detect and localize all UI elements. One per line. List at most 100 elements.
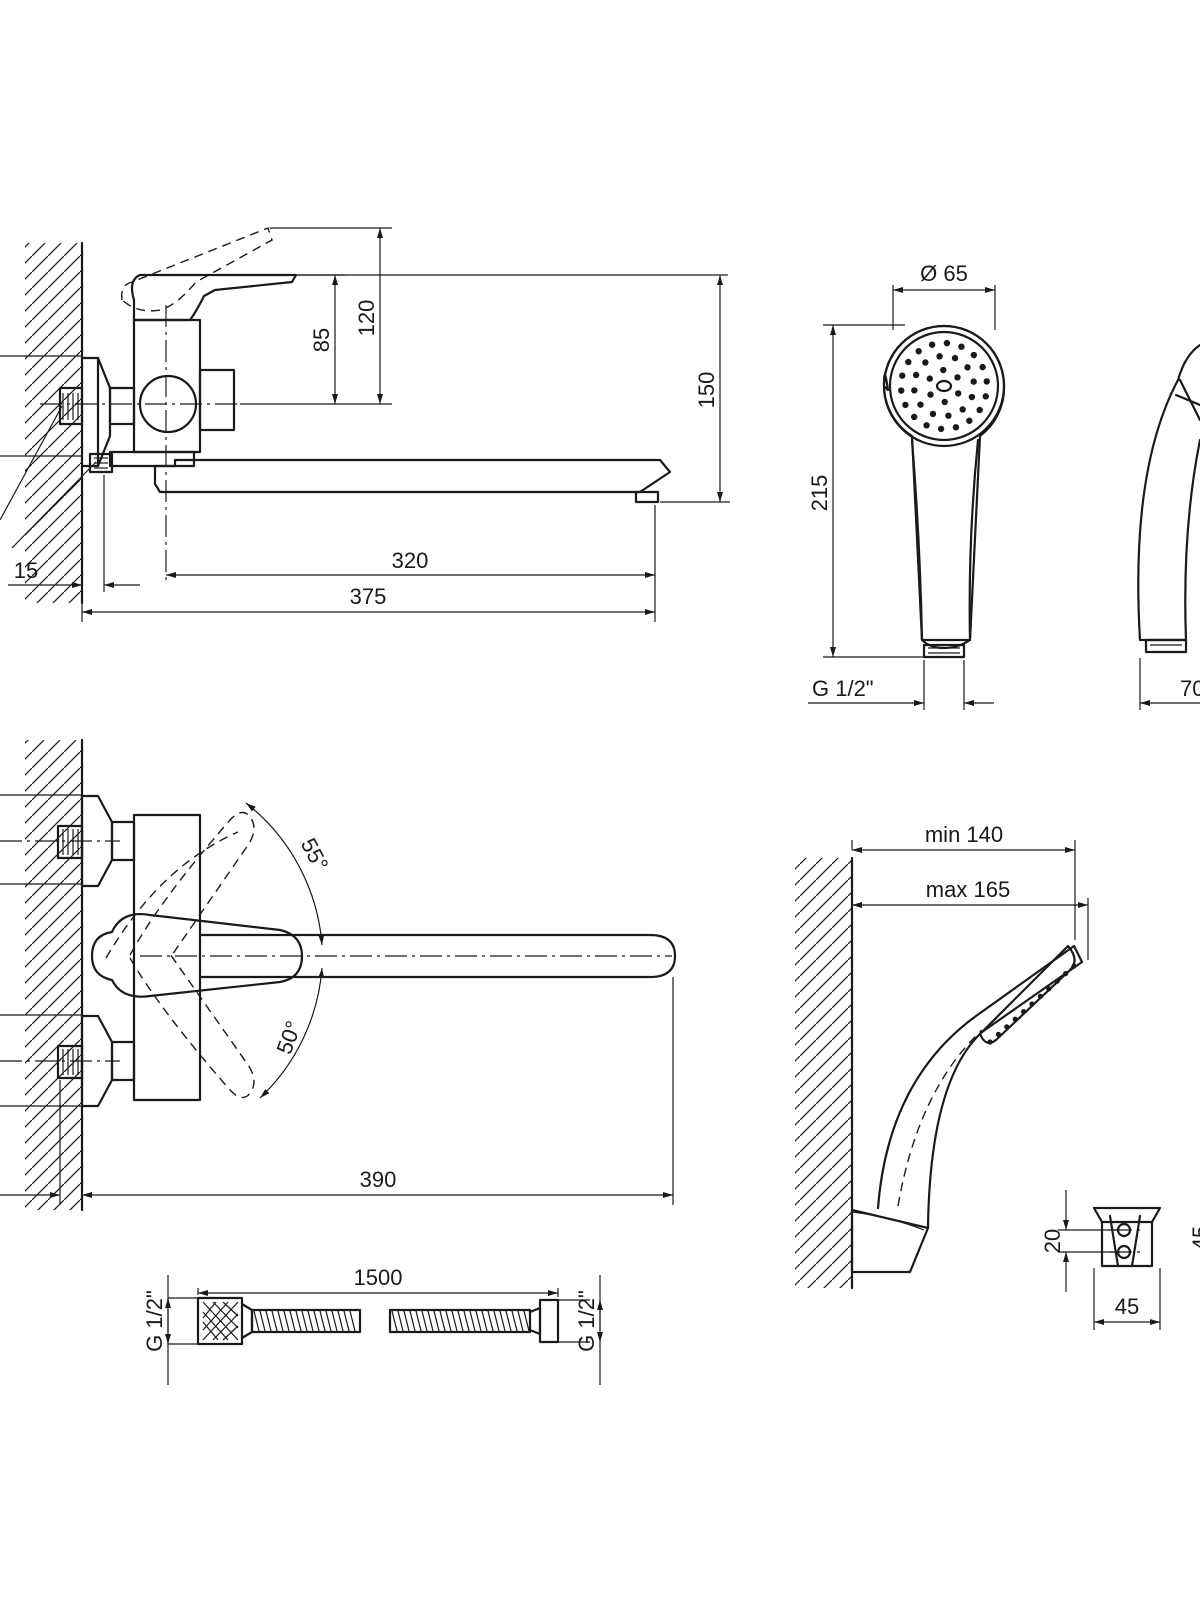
hose-coil <box>313 1310 320 1332</box>
nozzle-dot <box>936 353 943 360</box>
nozzle-dot <box>905 358 912 366</box>
hose-coil <box>289 1310 296 1332</box>
hose-coils-left <box>253 1310 356 1332</box>
dim-1500: 1500 <box>354 1265 403 1290</box>
head-nozzle <box>1037 993 1043 1000</box>
hose-coil <box>511 1310 518 1332</box>
hose-coil <box>445 1310 452 1332</box>
dim-max165: max 165 <box>926 877 1010 902</box>
dim-thread-head: G 1/2" <box>812 676 874 701</box>
dim-45: 45 <box>1115 1294 1139 1319</box>
hose-coil <box>409 1310 416 1332</box>
hose-coil <box>481 1310 488 1332</box>
hose-coil <box>319 1310 326 1332</box>
dim-320: 320 <box>392 548 429 573</box>
mixer-top-view: 55° 50° 390 <box>0 738 677 1212</box>
nozzle-dot <box>917 401 924 408</box>
hose-coil <box>253 1310 260 1332</box>
dim-20: 20 <box>1040 1229 1065 1253</box>
hose-coils-right <box>391 1310 530 1332</box>
nozzle-dot <box>943 339 951 347</box>
top-lever <box>90 913 304 998</box>
angle-50: 50° <box>272 1018 307 1058</box>
hose-coil <box>343 1310 350 1332</box>
nozzle-dot <box>979 363 986 371</box>
nozzle-dot <box>945 412 952 419</box>
hose-coil <box>469 1310 476 1332</box>
head-nozzle <box>995 1031 1002 1037</box>
hose-coil <box>391 1310 398 1332</box>
nozzle-dot <box>915 348 922 355</box>
hose-coil <box>421 1310 428 1332</box>
dim-375: 375 <box>350 584 387 609</box>
hose-coil <box>427 1310 434 1332</box>
nozzle-dot <box>912 371 920 379</box>
nozzle-dot <box>968 393 976 401</box>
hose-coil <box>301 1310 308 1332</box>
hose-coil <box>403 1310 410 1332</box>
dim-150: 150 <box>694 372 719 409</box>
dim-70: 70 <box>1180 676 1200 701</box>
nozzle-dot <box>952 424 960 431</box>
nozzle-dot <box>970 378 977 385</box>
hose-coil <box>493 1310 500 1332</box>
wall-hatch-right <box>795 858 852 1288</box>
inlet-thread <box>58 386 84 426</box>
nozzle-dot <box>922 359 929 366</box>
nozzle-dot <box>937 425 945 433</box>
hose-coil <box>475 1310 482 1332</box>
shower-hose: 1500 G 1/2" G 1/2" <box>142 1265 603 1385</box>
nozzle-dot <box>902 401 909 409</box>
dim-15: 15 <box>14 558 38 583</box>
dim-thread-left: G 1/2" <box>142 1290 167 1352</box>
nozzle-dot <box>927 391 934 398</box>
nozzle-dot <box>923 422 930 429</box>
hose-coil <box>307 1310 314 1332</box>
head-nozzle <box>1029 1001 1035 1007</box>
dim-120: 120 <box>354 300 379 337</box>
nozzle-dot <box>926 375 934 382</box>
hose-coil <box>397 1310 404 1332</box>
head-nozzle <box>1046 986 1052 992</box>
holder-head-nozzles <box>987 963 1077 1045</box>
nozzle-dot <box>910 413 918 421</box>
hose-coil <box>283 1310 290 1332</box>
hose-coil <box>499 1310 506 1332</box>
hose-coil <box>505 1310 512 1332</box>
nozzle-dot <box>976 406 983 414</box>
shower-holder-assembly: min 140 max 165 <box>795 822 1089 1290</box>
hose-coil <box>457 1310 464 1332</box>
wall-bracket: 20 45 45 <box>1040 1190 1200 1330</box>
shower-nozzles <box>898 339 990 433</box>
nozzle-dot <box>970 351 978 359</box>
shower-head-front-view: Ø 65 215 G 1/2" <box>807 261 1006 710</box>
hose-coil <box>295 1310 302 1332</box>
nozzle-center <box>935 379 953 393</box>
lever-handle <box>130 273 298 322</box>
nozzle-dot <box>964 364 971 371</box>
hose-coil <box>259 1310 266 1332</box>
dim-min140: min 140 <box>925 822 1003 847</box>
hose-coil <box>265 1310 272 1332</box>
top-spout <box>198 933 677 979</box>
dim-65: Ø 65 <box>920 261 968 286</box>
head-nozzle <box>1071 963 1077 969</box>
nozzle-dot <box>899 372 906 379</box>
head-thread <box>922 643 966 659</box>
nozzle-dot <box>966 417 973 424</box>
hose-coil <box>523 1310 530 1332</box>
nozzle-dot <box>898 387 905 394</box>
head-nozzle <box>1054 978 1060 984</box>
dim-45-side: 45 <box>1188 1226 1200 1250</box>
spout <box>153 458 672 494</box>
dim-thread-right: G 1/2" <box>574 1290 599 1352</box>
nozzle-dot <box>941 398 948 406</box>
nozzle-dot <box>959 406 966 413</box>
hose-coil <box>517 1310 524 1332</box>
nozzle-dot <box>940 366 947 374</box>
hose-coil <box>325 1310 332 1332</box>
head-nozzle <box>1004 1024 1010 1030</box>
shower-head-side-view: 70 <box>1137 343 1200 710</box>
wall-hatch-bottom <box>25 740 82 1210</box>
